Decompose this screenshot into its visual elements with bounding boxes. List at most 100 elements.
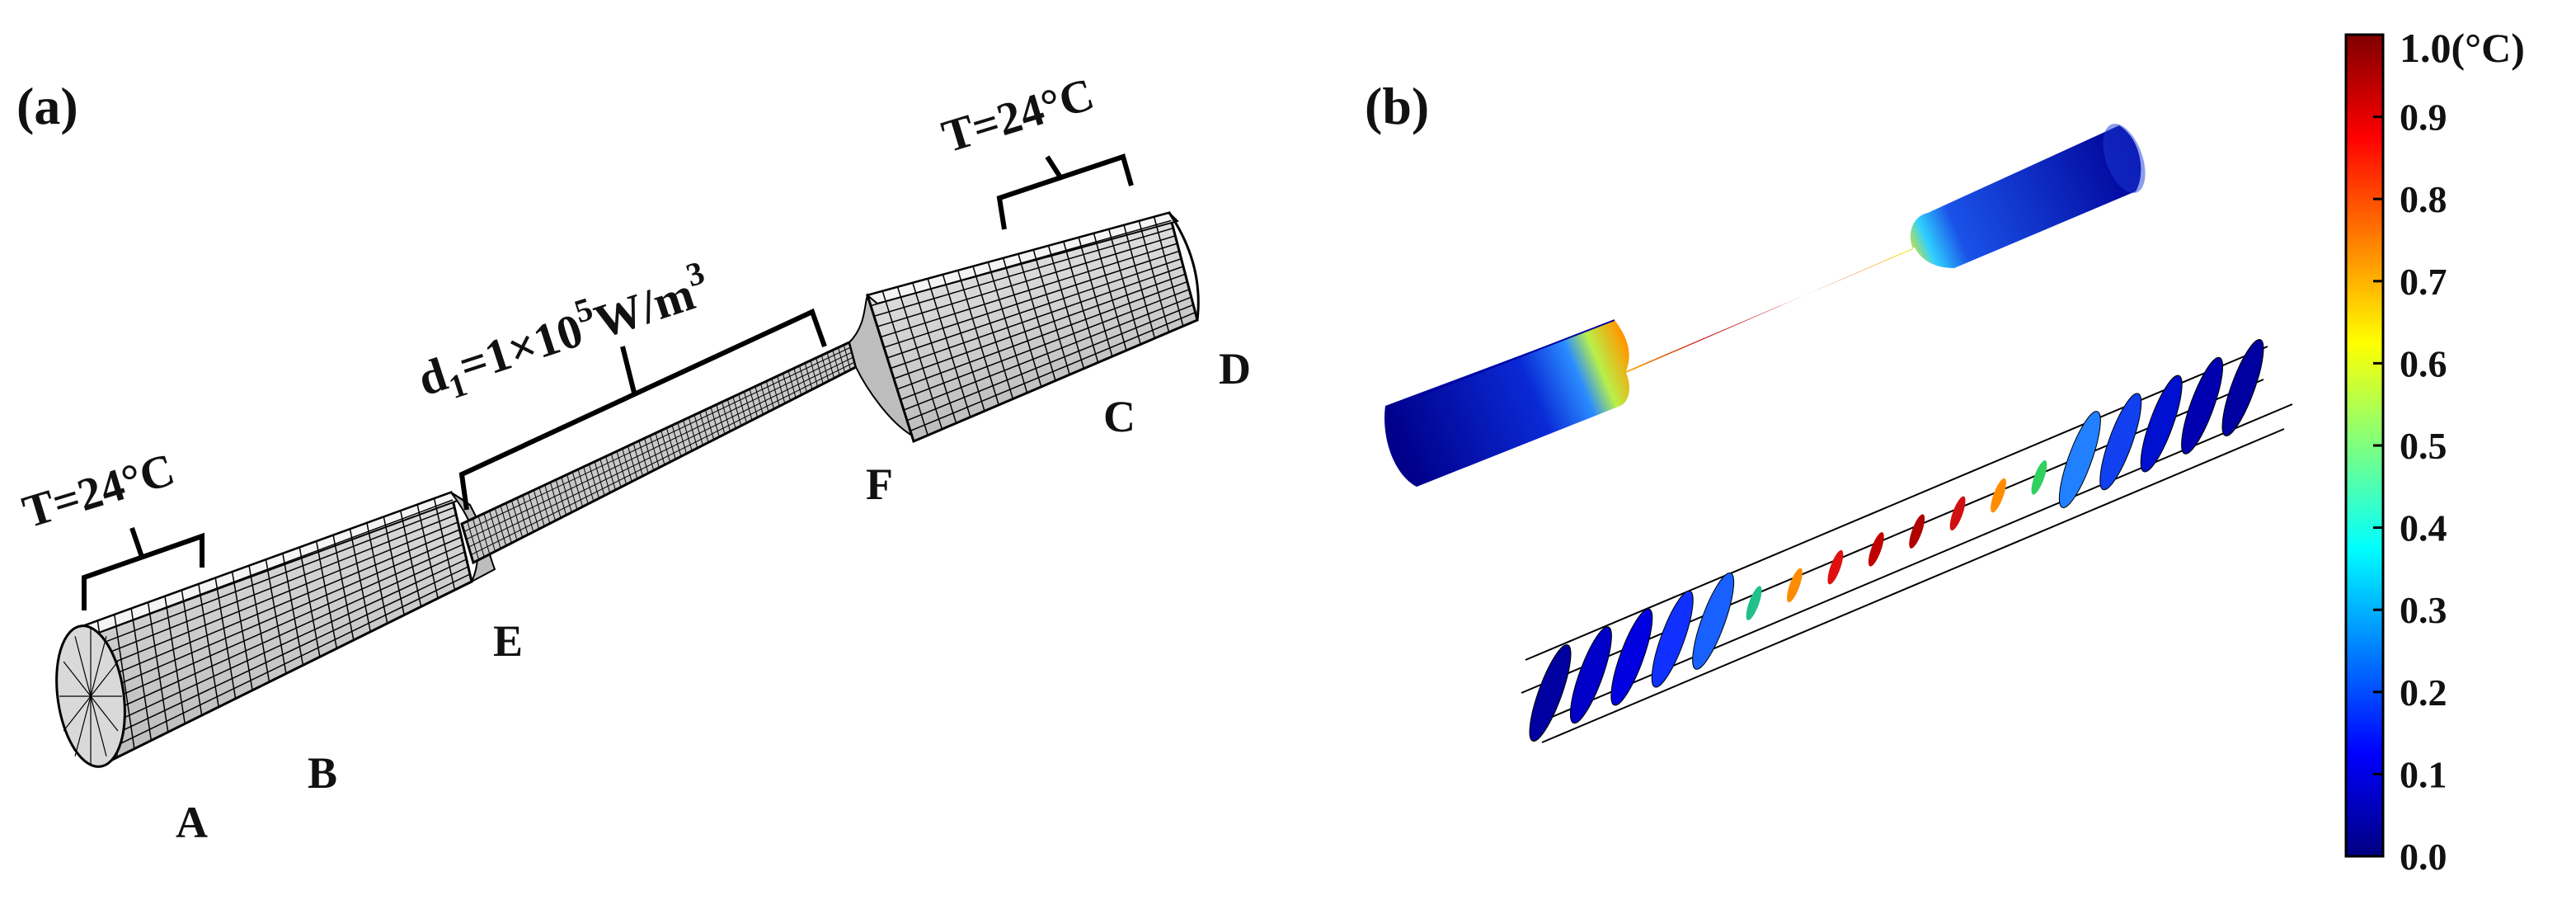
face-mesh-ray [90,695,119,732]
isosurface [1610,608,1653,706]
mesh-line [555,479,567,516]
mesh-line [799,365,807,393]
isosurface [2099,393,2142,491]
isosurface [1949,496,1966,531]
point-b-label: B [308,748,337,798]
mesh-line [722,402,731,432]
mesh-line [466,351,853,540]
mesh-line [820,355,830,382]
mesh-line [566,474,578,510]
bracket-right [996,153,1134,230]
mesh-line [893,273,1186,379]
mesh-line [627,445,638,479]
mesh-line [870,219,1172,307]
isosurface [1529,644,1572,742]
mesh-line [622,448,632,482]
bracket-heat [458,308,827,511]
colorbar-tick-label: 0.9 [2400,97,2447,139]
colorbar-tick-label: 0.7 [2400,261,2447,303]
mesh-line [832,350,840,376]
mesh-line [693,414,703,445]
mesh-line [85,514,457,662]
mesh-line [804,363,813,390]
mesh-line [843,345,851,370]
colorbar-tick-label: 0.4 [2400,507,2447,549]
mesh-line [82,499,454,639]
bracket-left [82,527,204,610]
face-mesh-ray [90,661,119,697]
mesh-line [810,360,819,387]
mesh-line [743,391,753,421]
colorbar-ticks: 0.90.80.70.60.50.40.30.20.10.0 [2373,97,2447,878]
temperature-surface-plot [1384,123,2146,487]
mesh-line [528,492,540,530]
mesh-line [749,389,759,418]
mesh-line [599,459,611,493]
mesh-line [726,399,736,429]
left-end-face-mesh [59,627,122,766]
isosurface [2058,411,2101,509]
point-d-label: D [1219,344,1251,393]
isosurface [1651,590,1694,688]
mesh-line [900,289,1190,401]
mesh-line [92,544,463,709]
mesh-line [732,396,742,426]
isosurface [2031,460,2047,495]
mesh-line [83,507,455,651]
mesh-line [649,436,660,469]
panel-b-label: (b) [1365,77,1429,135]
mesh-line [644,438,655,471]
mesh-line [738,393,747,423]
mesh-line [561,477,572,513]
colorbar-tick-label: 0.1 [2400,753,2447,795]
colorbar-tick-label: 0.3 [2400,589,2447,631]
mesh-line [716,404,726,435]
mesh-line [777,375,786,404]
mesh-line [683,420,693,451]
mesh-line [594,461,605,496]
mesh-line [816,357,824,384]
mesh-line [549,482,562,518]
mesh-line [793,368,802,395]
mesh-line [463,346,851,532]
mesh-line [483,513,496,552]
isosurface [1991,478,2006,513]
mesh-line [95,558,468,732]
mesh-line [533,490,545,527]
mesh-line [98,573,471,755]
mesh-line [544,484,556,521]
mesh-line [838,347,846,373]
face-mesh-ray [90,695,107,756]
isosurface-plot [1521,339,2293,743]
mesh-line [906,304,1194,422]
mesh-line [873,227,1174,318]
bc-right-label: T=24°C [937,68,1100,163]
mesh-line [616,450,628,485]
panel-a: (a) [16,68,1251,847]
left-cylinder-mesh [82,498,471,757]
mesh-line [522,495,534,532]
mesh-line [510,500,524,538]
mesh-line [477,516,491,554]
mesh-line [883,250,1180,348]
mesh-line [87,521,458,674]
mesh-line [610,454,622,488]
panel-b: (b) 1.0(°C) 0.90.80.70.60.50.40.30.20.10… [1365,25,2525,878]
colorbar-tick-label: 0.5 [2400,425,2447,467]
mesh-line [671,425,682,457]
point-e-label: E [493,616,523,666]
narrow-rod [460,340,858,565]
right-cylinder-mesh [870,216,1196,436]
mesh-line [704,409,715,441]
isosurface [2140,375,2183,473]
face-mesh-ray [63,661,92,697]
bc-left-label: T=24°C [17,444,181,538]
mesh-line [472,518,485,558]
mesh-line [93,551,465,720]
mesh-line [826,352,834,379]
mesh-line [470,361,855,556]
mesh-line [632,443,643,477]
point-c-label: C [1103,392,1135,441]
isosurface [1746,586,1762,620]
